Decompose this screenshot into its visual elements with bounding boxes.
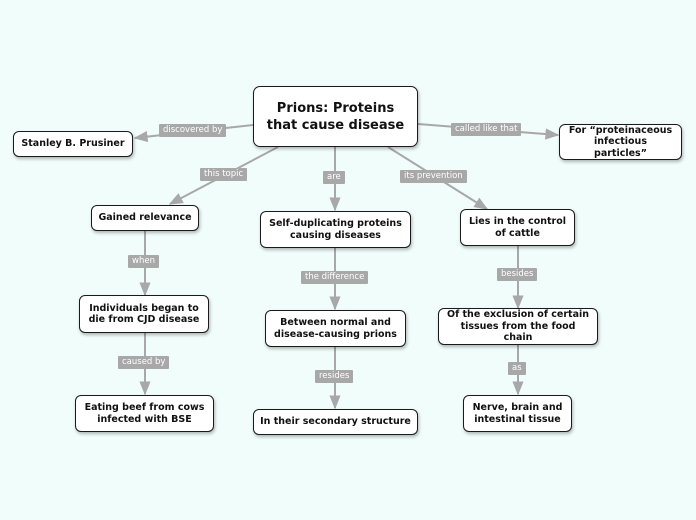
link-label-caused-by: caused by	[118, 356, 170, 369]
node-self-duplicating-text: Self-duplicating proteins causing diseas…	[269, 218, 402, 241]
node-eating-beef[interactable]: Eating beef from cows infected with BSE	[75, 395, 214, 432]
node-cjd-text: Individuals began to die from CJD diseas…	[88, 302, 200, 326]
node-secondary-structure[interactable]: In their secondary structure	[253, 409, 418, 435]
node-nerve-brain-text: Nerve, brain and intestinal tissue	[472, 402, 563, 425]
node-control-cattle[interactable]: Lies in the control of cattle	[460, 209, 575, 246]
node-gained-relevance-text: Gained relevance	[98, 212, 192, 224]
node-eating-beef-text: Eating beef from cows infected with BSE	[84, 402, 205, 425]
node-proteinaceous-text: For “proteinaceous infectious particles”	[568, 124, 673, 159]
link-label-besides: besides	[497, 268, 538, 281]
link-label-the-difference: the difference	[301, 271, 369, 284]
node-proteinaceous[interactable]: For “proteinaceous infectious particles”	[559, 124, 682, 160]
link-label-are: are	[323, 171, 345, 184]
link-label-as: as	[508, 362, 526, 375]
link-label-when: when	[128, 255, 159, 268]
node-normal-vs-disease-text: Between normal and disease-causing prion…	[274, 317, 397, 340]
node-secondary-structure-text: In their secondary structure	[260, 416, 411, 428]
node-exclusion-text: Of the exclusion of certain tissues from…	[447, 309, 589, 344]
link-label-called-like-that: called like that	[451, 123, 522, 136]
node-gained-relevance[interactable]: Gained relevance	[91, 205, 199, 231]
node-cjd[interactable]: Individuals began to die from CJD diseas…	[79, 295, 209, 333]
link-label-its-prevention: its prevention	[400, 170, 467, 183]
node-normal-vs-disease[interactable]: Between normal and disease-causing prion…	[265, 310, 406, 347]
root-topic-node[interactable]: Prions: Proteins that cause disease	[253, 86, 418, 147]
node-prusiner[interactable]: Stanley B. Prusiner	[13, 131, 133, 157]
link-label-this-topic: this topic	[200, 168, 248, 181]
node-exclusion[interactable]: Of the exclusion of certain tissues from…	[438, 308, 598, 345]
node-control-cattle-text: Lies in the control of cattle	[468, 216, 567, 239]
node-self-duplicating[interactable]: Self-duplicating proteins causing diseas…	[260, 211, 411, 248]
node-prusiner-text: Stanley B. Prusiner	[21, 138, 125, 150]
node-nerve-brain[interactable]: Nerve, brain and intestinal tissue	[463, 395, 572, 432]
link-label-discovered-by: discovered by	[159, 124, 227, 137]
link-label-resides: resides	[315, 370, 354, 383]
root-topic-text: Prions: Proteins that cause disease	[266, 100, 405, 133]
